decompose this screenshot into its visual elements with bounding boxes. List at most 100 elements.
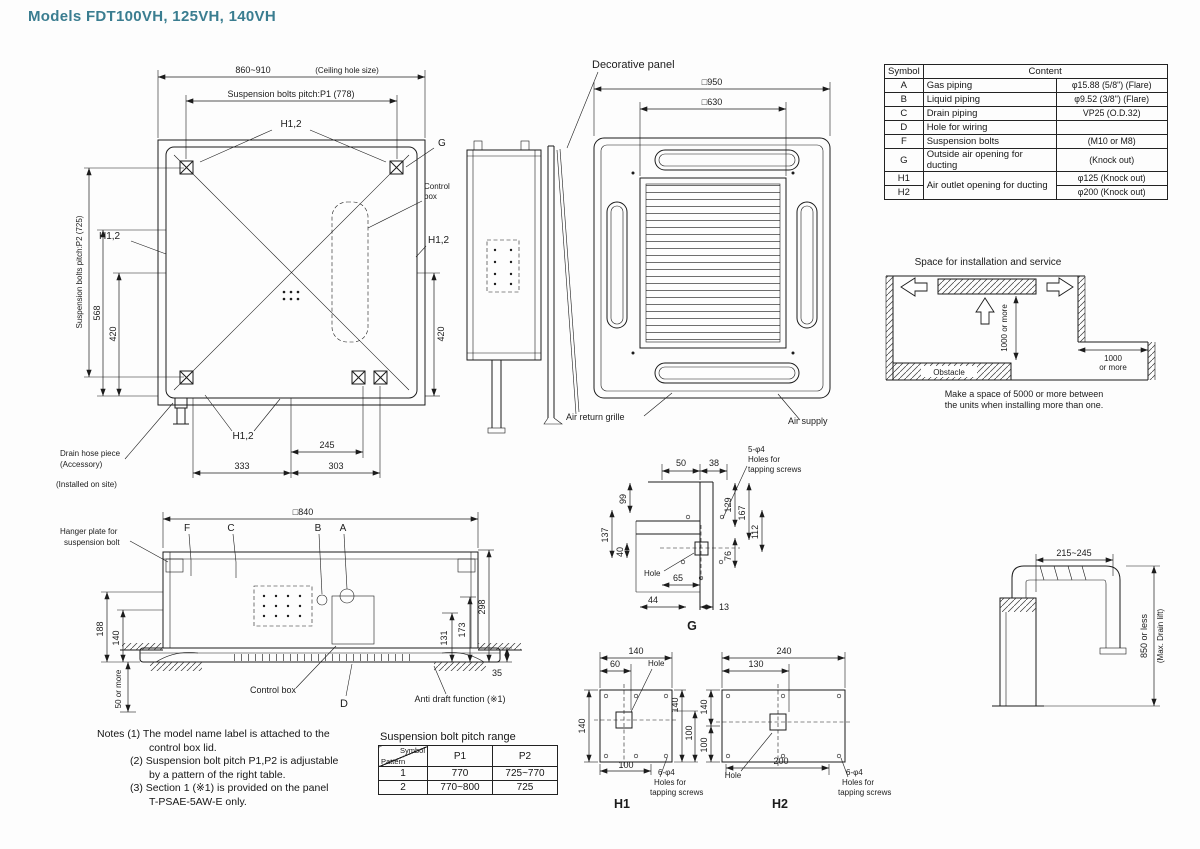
- h1-dim-140-right: 140: [670, 697, 680, 712]
- hanger-plate-right: [457, 558, 476, 573]
- table-row-g: G Outside air opening for ducting (Knock…: [884, 148, 1168, 172]
- h12-label-bottom: H1,2: [232, 431, 254, 442]
- h2-hole-label: Hole: [725, 771, 742, 780]
- dim-568: 568: [92, 305, 102, 320]
- dim-840: □840: [293, 507, 313, 517]
- drain-hose-label-3: (Installed on site): [56, 480, 117, 489]
- pattern-cell: 1: [378, 766, 428, 781]
- space-note-1: Make a space of 5000 or more between: [945, 389, 1104, 399]
- page-title: Models FDT100VH, 125VH, 140VH: [28, 8, 276, 25]
- liquid-pipe: [316, 594, 328, 606]
- control-box-label-1: Control: [424, 182, 450, 191]
- symbol-cell: A: [884, 78, 924, 93]
- dim-245: 245: [319, 440, 334, 450]
- content-name-cell: Air outlet opening for ducting: [922, 171, 1057, 200]
- table-row-h1: H1 Air outlet opening for ducting φ125 (…: [884, 171, 1168, 200]
- pitch-corner-symbol: Symbol: [399, 746, 425, 755]
- note-line-5: (3) Section 1 (※1) is provided on the pa…: [130, 782, 329, 794]
- dim-99: 99: [618, 494, 628, 504]
- content-value-cell: φ200 (Knock out): [1055, 185, 1168, 200]
- content-value-cell: [1055, 120, 1168, 135]
- control-box-section: [331, 595, 375, 645]
- panel-outline: [593, 137, 831, 399]
- g-screws-label-2: Holes for: [748, 455, 780, 464]
- dim-860-910: 860~910: [235, 65, 270, 75]
- h2-dim-240: 240: [776, 646, 791, 656]
- detail-h1-label: H1: [614, 797, 630, 811]
- h1-dim-60: 60: [610, 659, 620, 669]
- decorative-panel-label: Decorative panel: [592, 59, 675, 71]
- h2-dim-130: 130: [748, 659, 763, 669]
- dim-630: □630: [702, 97, 722, 107]
- detail-g-label: G: [687, 619, 697, 633]
- pitch-table-title: Suspension bolt pitch range: [380, 731, 516, 743]
- control-box-label: Control box: [250, 685, 297, 695]
- detail-h2-label: H2: [772, 797, 788, 811]
- h2-screws-label-1: 6-φ4: [846, 768, 863, 777]
- dim-420-left: 420: [108, 326, 118, 341]
- dim-140: 140: [111, 630, 121, 645]
- dim-131: 131: [439, 630, 449, 645]
- dim-112: 112: [750, 525, 760, 539]
- h1-screws-label-1: 6-φ4: [658, 768, 675, 777]
- hanger-plate-label-2: suspension bolt: [64, 538, 120, 547]
- dim-129: 129: [723, 497, 733, 512]
- h2-dim-140-left: 140: [699, 699, 709, 714]
- dim-420-right: 420: [436, 326, 446, 341]
- table-row-b: B Liquid piping φ9.52 (3/8") (Flare): [884, 92, 1168, 107]
- pitch-table: Symbol Pattern P1 P2 1 770 725~770 2 770…: [378, 745, 558, 795]
- symbol-table: Symbol Content A Gas piping φ15.88 (5/8"…: [884, 64, 1168, 200]
- detail-h1: 140 60 Hole 140 140 100 100 6-φ4: [577, 646, 703, 811]
- h1-dim-100-right: 100: [684, 725, 694, 740]
- drain-lift-detail: 215~245 850 or less (Max. Drain lift): [992, 548, 1165, 707]
- obstacle-label: Obstacle: [933, 368, 965, 377]
- return-grille-outline: [639, 177, 787, 349]
- gas-pipe: [339, 588, 355, 604]
- dim-173: 173: [457, 622, 467, 637]
- dim-303: 303: [328, 461, 343, 471]
- plan-view: 860~910 (Ceiling hole size) Suspension b…: [56, 65, 450, 489]
- dim-298: 298: [477, 599, 487, 614]
- anti-draft-label: Anti draft function (※1): [414, 694, 505, 704]
- h1-hole-label: Hole: [648, 659, 665, 668]
- g-screws-label-1: 5-φ4: [748, 445, 765, 454]
- h1-screws-label-2: Holes for: [654, 778, 686, 787]
- symbol-cell: B: [884, 92, 924, 107]
- dim-44: 44: [648, 595, 658, 605]
- side-view: [466, 140, 580, 434]
- label-a: A: [340, 523, 347, 534]
- table-row-d: D Hole for wiring: [884, 120, 1168, 135]
- panel-view: Decorative panel □950 □630: [566, 59, 831, 426]
- table-row-a: A Gas piping φ15.88 (5/8") (Flare): [884, 78, 1168, 93]
- center-marks: [282, 290, 300, 301]
- pitch-corner-pattern: Pattern: [381, 757, 406, 766]
- content-value-cell: (M10 or M8): [1055, 134, 1168, 149]
- dim-65: 65: [673, 573, 683, 583]
- pitch-table-block: Suspension bolt pitch range Symbol Patte…: [378, 731, 558, 795]
- label-d: D: [340, 698, 348, 710]
- panel-section: [139, 647, 501, 663]
- h2-screws-label-2: Holes for: [842, 778, 874, 787]
- dim-40: 40: [615, 547, 625, 557]
- h2-dim-100-left: 100: [699, 737, 709, 752]
- content-value-cell: φ15.88 (5/8") (Flare): [1055, 78, 1168, 93]
- drain-hose-label-1: Drain hose piece: [60, 449, 121, 458]
- table-row-f: F Suspension bolts (M10 or M8): [884, 134, 1168, 149]
- symbol-col-header: Symbol: [884, 64, 924, 79]
- air-supply-slots: [606, 149, 818, 384]
- content-name-cell: Hole for wiring: [922, 120, 1057, 135]
- drain-pipe-outer: [1011, 565, 1121, 648]
- dim-50: 50: [676, 458, 686, 468]
- dim-p2: Suspension bolts pitch:P2 (725): [75, 215, 84, 328]
- note-line-2: control box lid.: [149, 741, 217, 754]
- h2-plate: [721, 689, 846, 763]
- symbol-table-header-row: Symbol Content: [884, 64, 1168, 79]
- h12-label-right: H1,2: [428, 235, 450, 246]
- drain-hose-fitting: [173, 397, 189, 425]
- note-line-4: by a pattern of the right table.: [149, 768, 286, 781]
- content-value-cell: φ9.52 (3/8") (Flare): [1055, 92, 1168, 107]
- air-return-grille-label: Air return grille: [566, 412, 625, 422]
- label-f: F: [184, 523, 190, 534]
